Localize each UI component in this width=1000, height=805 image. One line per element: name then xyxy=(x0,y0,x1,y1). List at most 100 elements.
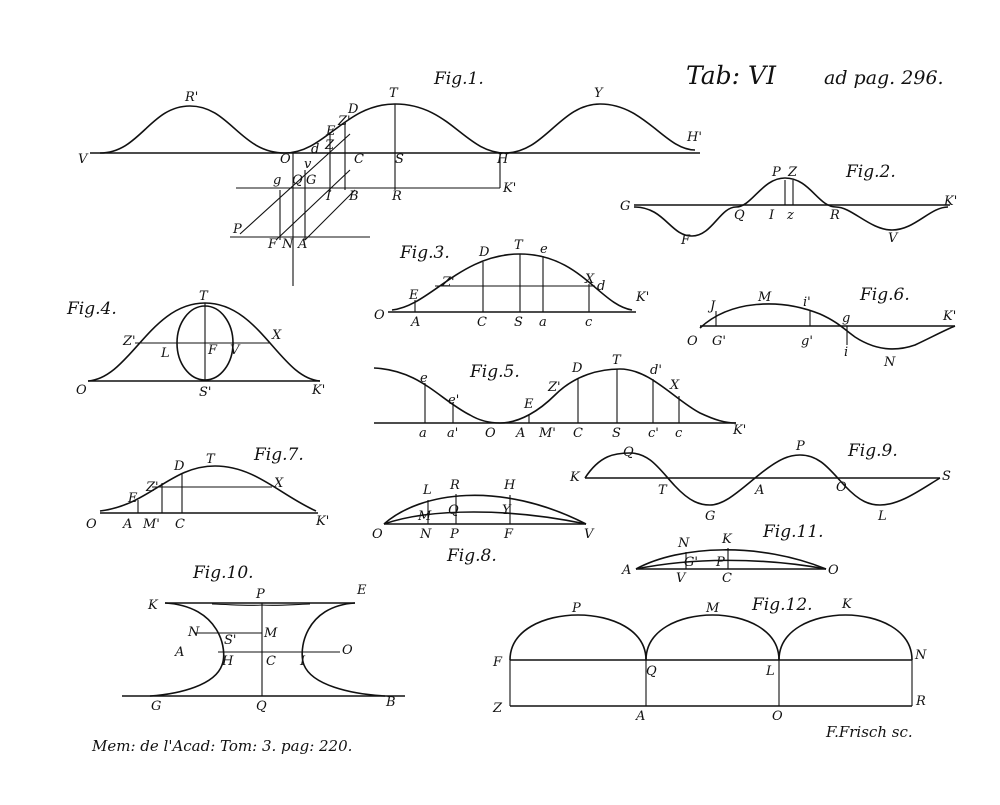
figure-10-label: S' xyxy=(224,633,236,648)
figure-2-label: P xyxy=(771,165,781,180)
figure-11-label: P xyxy=(715,555,725,570)
figure-8-upper-arc xyxy=(383,494,587,525)
figure-3-label: T xyxy=(514,238,524,253)
figure-7-label: T xyxy=(206,452,216,467)
figure-1-label: S xyxy=(395,152,404,167)
figure-7-label: C xyxy=(175,517,185,532)
figure-5-label: M' xyxy=(538,426,556,441)
figure-3-label: O xyxy=(374,308,385,323)
figure-10-left-curve xyxy=(149,602,225,697)
figure-5-label: Z' xyxy=(547,380,561,395)
figure-2-wave xyxy=(633,177,949,237)
figure-1-label: V xyxy=(78,152,89,167)
figure-2-label: Q xyxy=(734,208,745,223)
figure-8-label: N xyxy=(419,527,432,542)
figure-1-label: B xyxy=(348,189,359,204)
figure-10-crest xyxy=(211,603,311,606)
figure-8-label: M xyxy=(417,509,432,524)
figure-1-label: A xyxy=(297,237,307,252)
figure-3-label: X xyxy=(584,272,595,287)
figure-2: Fig.2. G P Z Q I z R K' F V xyxy=(620,162,957,248)
figure-1-label: v xyxy=(304,157,312,172)
figure-7: Fig.7. D T Z' X E O A M' C K' xyxy=(86,445,329,532)
figure-5-label: c xyxy=(675,426,683,441)
figure-12-label: R xyxy=(915,694,926,709)
figure-12-title: Fig.12. xyxy=(751,595,813,615)
figure-9-label: P xyxy=(795,439,805,454)
figure-12-arch-M xyxy=(645,614,780,661)
figure-12-label: Z xyxy=(492,701,503,716)
figure-1-title: Fig.1. xyxy=(433,69,484,89)
figure-6: Fig.6. J M i' g K' O G' g' i N xyxy=(687,285,956,370)
figure-7-label: M' xyxy=(142,517,160,532)
figure-4-label: Z' xyxy=(122,334,136,349)
figure-5-label: C xyxy=(573,426,583,441)
figure-7-title: Fig.7. xyxy=(253,445,304,465)
figure-12-label: L xyxy=(765,664,775,679)
figure-12-label: P xyxy=(571,601,581,616)
figure-8-label: H xyxy=(503,478,516,493)
figure-11-label: O xyxy=(828,563,839,578)
figure-11-label: V xyxy=(676,571,687,586)
figure-12-arch-P xyxy=(509,614,647,661)
figure-3-label: D xyxy=(478,245,490,260)
figure-10-label: E xyxy=(356,583,367,598)
figure-4: Fig.4. T Z' X L F V O S' K' xyxy=(66,289,325,400)
figure-6-label: J xyxy=(707,299,716,314)
figure-9-label: L xyxy=(877,509,887,524)
figure-2-label: I xyxy=(768,208,775,223)
figure-1-label: D xyxy=(347,102,359,117)
figure-11-label: K xyxy=(721,532,733,547)
citation: Mem: de l'Acad: Tom: 3. pag: 220. xyxy=(91,737,352,755)
figure-4-label: O xyxy=(76,383,87,398)
figure-5-label: e' xyxy=(448,393,459,408)
figure-6-label: N xyxy=(883,355,896,370)
figure-5-label: O xyxy=(485,426,496,441)
figure-5-label: d' xyxy=(650,363,662,378)
figure-8-label: F xyxy=(503,527,514,542)
figure-5-label: A xyxy=(515,426,525,441)
figure-4-label: F xyxy=(207,343,218,358)
figure-2-label: G xyxy=(620,199,630,214)
figure-6-label: M xyxy=(757,290,772,305)
figure-1-label: P xyxy=(232,222,242,237)
figure-10-label: P xyxy=(255,587,265,602)
figure-10: Fig.10. K P E N S' M A O H C I G Q B xyxy=(122,563,405,714)
figure-10-title: Fig.10. xyxy=(192,563,254,583)
figure-9-label: A xyxy=(754,483,764,498)
figure-10-right-curve xyxy=(301,602,386,697)
figure-9-label: K xyxy=(569,470,581,485)
figure-9-wave xyxy=(584,452,941,506)
figure-5-label: D xyxy=(571,361,583,376)
figure-12-label: F xyxy=(492,655,503,670)
figure-7-label: A xyxy=(122,517,132,532)
figure-8-label: V xyxy=(584,527,595,542)
figure-3: Fig.3. D T e Z' X d E K' O A C S a c xyxy=(374,238,649,330)
figure-1-label: R xyxy=(391,189,402,204)
figure-4-label: K' xyxy=(311,383,325,398)
figure-9: Fig.9. K Q P S T A O G L xyxy=(569,439,951,524)
figure-11-label: N xyxy=(677,536,690,551)
figure-8-title: Fig.8. xyxy=(446,546,497,566)
figure-1-label: R' xyxy=(184,90,198,105)
figure-1-label: d xyxy=(311,142,319,157)
figure-12-label: K xyxy=(841,597,853,612)
figure-1-label: Y xyxy=(594,86,604,101)
figure-10-label: N xyxy=(187,625,200,640)
figure-6-label: g xyxy=(842,311,850,326)
figure-11-upper-arc xyxy=(635,549,827,570)
figure-6-label: i' xyxy=(803,295,811,310)
figure-10-label: G xyxy=(151,699,161,714)
figure-1-label: Z xyxy=(324,138,335,153)
figure-1-diagonal-2 xyxy=(275,169,351,241)
figure-1-label: N xyxy=(281,237,294,252)
figure-7-label: E xyxy=(127,491,138,506)
figure-11-label: A xyxy=(621,563,631,578)
figure-6-label: K' xyxy=(942,309,956,324)
figure-4-label: T xyxy=(199,289,209,304)
figure-1-label: F xyxy=(267,237,278,252)
figure-9-label: Q xyxy=(623,445,634,460)
figure-9-label: S xyxy=(942,469,951,484)
figure-5-label: K' xyxy=(732,423,746,438)
figure-3-label: A xyxy=(410,315,420,330)
